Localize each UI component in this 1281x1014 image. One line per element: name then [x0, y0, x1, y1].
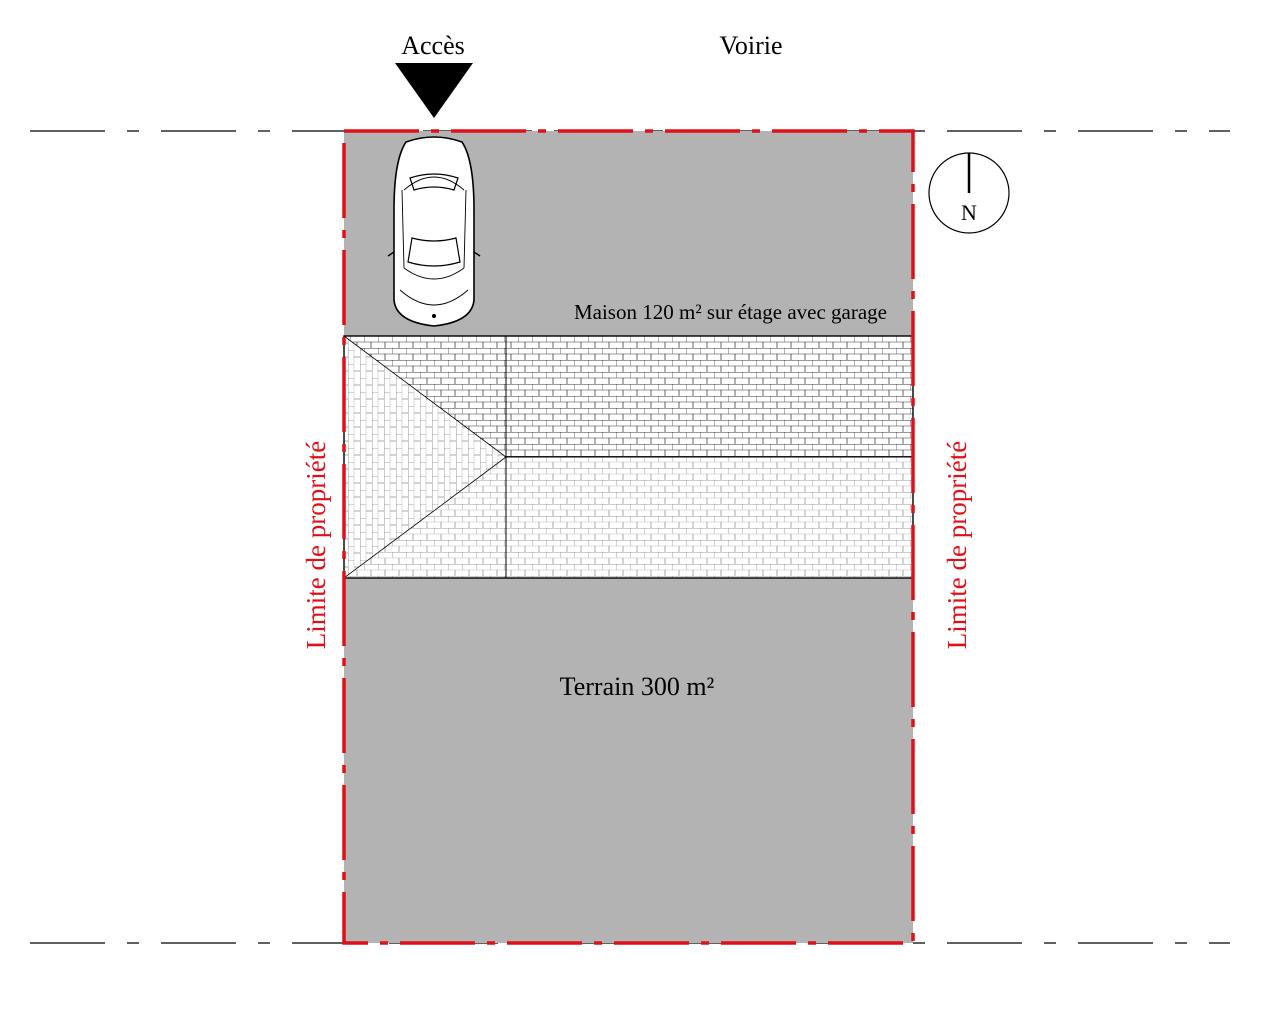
land-label: Terrain 300 m² — [560, 672, 715, 701]
road-label: Voirie — [719, 31, 782, 60]
access-label: Accès — [401, 31, 465, 60]
house-label: Maison 120 m² sur étage avec garage — [574, 300, 887, 324]
boundary-label-right: Limite de propriété — [942, 441, 972, 649]
house-roof — [343, 335, 914, 579]
access-arrow-icon — [395, 63, 473, 118]
roof-hip — [344, 336, 506, 578]
north-arrow-icon — [928, 152, 1010, 234]
car-icon — [387, 136, 481, 327]
north-label: N — [961, 200, 977, 225]
property-boundary — [342, 129, 915, 945]
boundary-label-left: Limite de propriété — [301, 441, 331, 649]
